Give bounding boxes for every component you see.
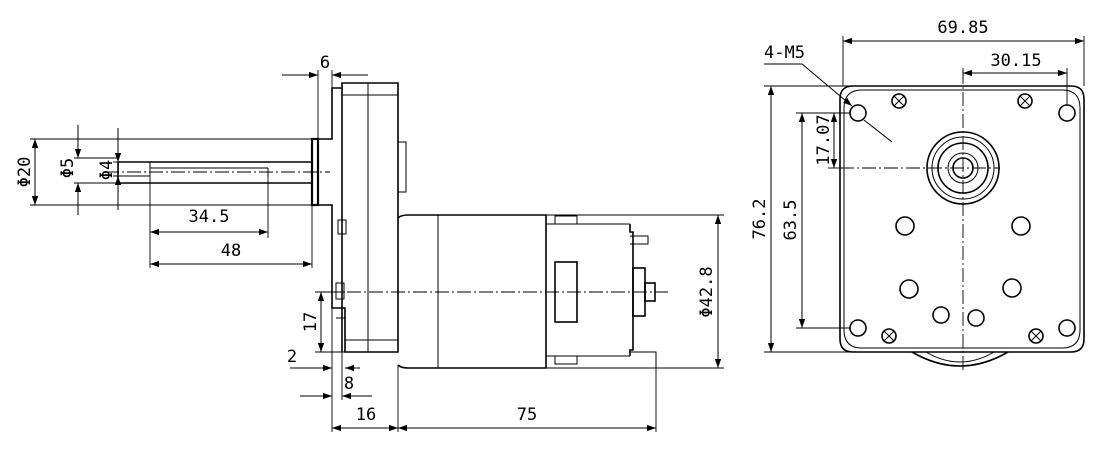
dim-shaft-end-diameter: Φ4: [97, 160, 117, 180]
hole-callout: 4-M5: [764, 43, 805, 63]
dim-depth-8: 8: [344, 374, 354, 394]
side-view: [105, 82, 668, 369]
dim-total-height: 76.2: [750, 199, 770, 240]
gear-hole: [1011, 216, 1031, 236]
dim-shaft-length: 48: [221, 241, 241, 261]
dim-shaft-d-diameter: Φ5: [58, 158, 78, 178]
gear-hole: [932, 306, 950, 324]
dim-center-offset: 17.07: [814, 114, 834, 165]
screw-tr: [1017, 93, 1033, 109]
front-plate: [839, 85, 1085, 353]
screw-tl: [891, 93, 907, 109]
dim-gearbox-length: 16: [356, 405, 376, 425]
mount-hole-tr: [1058, 104, 1076, 122]
dim-offset-17: 17: [301, 312, 321, 332]
dim-flat-length: 34.5: [189, 207, 230, 227]
dim-shaft-diameter: Φ20: [15, 157, 35, 188]
mount-hole-bl: [849, 319, 867, 337]
motor-body: [397, 214, 657, 369]
gear-hole: [1002, 278, 1022, 298]
dim-flange-thickness: 6: [320, 53, 330, 73]
gear-hole: [899, 279, 919, 299]
dim-motor-diameter: Φ42.8: [697, 266, 717, 317]
dim-hole-pitch: 63.5: [781, 200, 801, 241]
screw-bl: [881, 328, 897, 344]
dim-motor-length: 75: [517, 405, 537, 425]
front-view: [839, 70, 1085, 372]
mount-hole-tl: [849, 104, 867, 122]
screw-br: [1028, 328, 1044, 344]
gear-hole: [895, 216, 915, 236]
mount-hole-br: [1058, 319, 1076, 337]
front-view-dimensions: 69.85 30.15 4-M5 76.2 63.5 17.07: [750, 18, 1085, 353]
dim-gap-2: 2: [287, 347, 297, 367]
gearbox-housing: [317, 82, 407, 353]
dim-half-width: 30.15: [990, 51, 1041, 71]
dim-total-width: 69.85: [937, 18, 988, 38]
side-view-dimensions: Φ20 Φ5 Φ4 34.5 48 6 17 2: [15, 53, 724, 432]
gear-hole: [967, 309, 985, 327]
